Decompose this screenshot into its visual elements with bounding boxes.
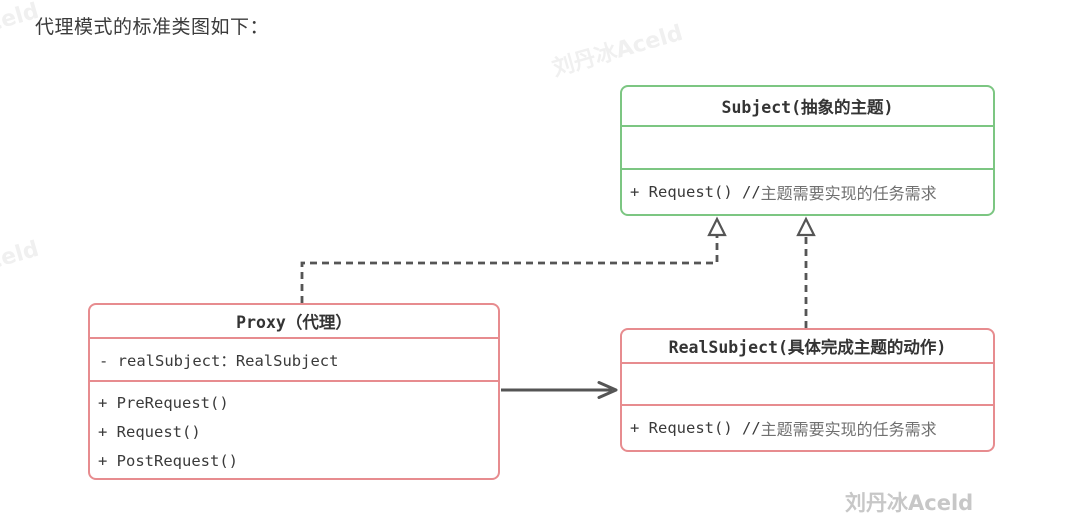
watermark-author: 刘丹冰Aceld: [845, 491, 974, 515]
method-prerequest-proxy: + PreRequest(): [98, 394, 229, 412]
class-attribute-proxy-realsubject: - realSubject：RealSubject: [90, 339, 498, 382]
class-title-realsubject: RealSubject(具体完成主题的动作): [622, 330, 993, 364]
watermark-faint-left-middle: 刘丹冰Aceld: [0, 236, 42, 298]
class-box-subject: Subject(抽象的主题) + Request() //主题需要实现的任务需求: [620, 85, 995, 216]
class-attributes-subject-empty: [622, 127, 993, 170]
class-box-proxy: Proxy（代理） - realSubject：RealSubject + Pr…: [88, 303, 500, 480]
class-methods-subject: + Request() //主题需要实现的任务需求: [622, 170, 993, 214]
hollow-triangle-arrowhead-proxy: [707, 216, 727, 237]
method-request-subject: + Request() //: [630, 183, 761, 201]
realization-line-proxy-to-subject: [300, 236, 719, 303]
class-attributes-realsubject-empty: [622, 364, 993, 406]
method-comment-realsubject: 主题需要实现的任务需求: [760, 420, 937, 439]
open-arrowhead-proxy-to-realsubject: [597, 381, 618, 399]
method-request-realsubject: + Request() //: [630, 419, 761, 437]
class-title-subject: Subject(抽象的主题): [622, 87, 993, 127]
method-comment-subject: 主题需要实现的任务需求: [760, 184, 937, 203]
method-postrequest-proxy: + PostRequest(): [98, 452, 238, 470]
hollow-triangle-arrowhead-realsubject: [796, 216, 816, 237]
class-title-proxy: Proxy（代理）: [90, 305, 498, 339]
class-methods-realsubject: + Request() //主题需要实现的任务需求: [622, 406, 993, 450]
page-title: 代理模式的标准类图如下：: [35, 16, 270, 38]
class-methods-proxy: + PreRequest() + Request() + PostRequest…: [90, 382, 498, 478]
watermark-faint-top-center: 刘丹冰Aceld: [549, 20, 686, 82]
method-request-proxy: + Request(): [98, 423, 201, 441]
class-box-realsubject: RealSubject(具体完成主题的动作) + Request() //主题需…: [620, 328, 995, 452]
